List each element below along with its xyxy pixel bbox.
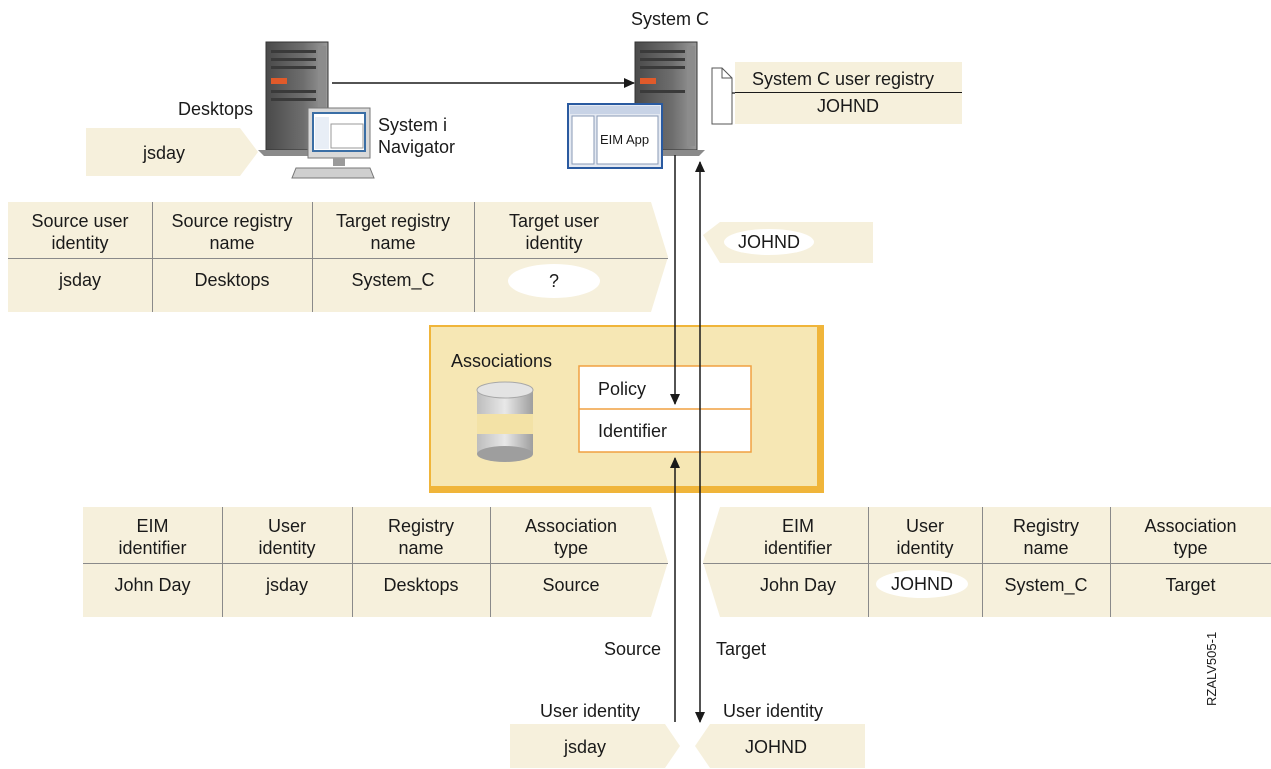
lookup-unknown-oval: ? — [508, 264, 600, 298]
user-identity-left-label: User identity — [540, 701, 641, 721]
registry-band — [735, 62, 962, 124]
eim-app-label: EIM App — [600, 132, 650, 147]
lookup-header-2: Source registry name — [171, 211, 293, 253]
jsday-band — [86, 128, 258, 176]
source-cell-4: Source — [542, 575, 600, 595]
bottom-source-value: jsday — [564, 737, 607, 757]
registry-value: JOHND — [817, 96, 879, 116]
johnd-result-oval: JOHND — [724, 229, 814, 255]
target-col-divider — [982, 507, 983, 617]
target-assoc-band — [703, 507, 1271, 617]
lookup-col-divider — [312, 202, 313, 312]
target-cell-3: System_C — [1004, 575, 1088, 595]
target-col-divider — [1110, 507, 1111, 617]
lookup-col-divider — [474, 202, 475, 312]
target-header-4: Association type — [1144, 516, 1237, 558]
source-header-4: Association type — [524, 516, 618, 558]
lookup-table-band — [8, 202, 668, 312]
desktop-server-icon — [258, 41, 336, 156]
bottom-target-value: JOHND — [745, 737, 807, 757]
identifier-label: Identifier — [598, 421, 668, 441]
lookup-header-3: Target registry name — [335, 211, 451, 253]
source-header-3: Registry name — [387, 516, 454, 558]
registry-divider — [735, 92, 962, 93]
source-cell-2: jsday — [265, 575, 309, 595]
user-identity-right-label: User identity — [723, 701, 824, 721]
lookup-header-4: Target user identity — [508, 211, 600, 253]
target-header-3: Registry name — [1012, 516, 1079, 558]
source-row-divider — [83, 563, 668, 564]
source-col-divider — [222, 507, 223, 617]
source-flow-label: Source — [604, 639, 662, 659]
policy-label: Policy — [598, 379, 647, 399]
document-icon — [711, 67, 733, 125]
bottom-target-band — [695, 724, 865, 768]
source-cell-1: John Day — [114, 575, 191, 595]
source-col-divider — [490, 507, 491, 617]
lookup-col-divider — [152, 202, 153, 312]
desktops-label: Desktops — [178, 99, 254, 119]
lookup-row-divider — [8, 258, 668, 259]
target-col-divider — [868, 507, 869, 617]
target-header-1: EIM identifier — [763, 516, 833, 558]
system-c-label: System C — [631, 9, 710, 29]
database-icon — [476, 381, 534, 462]
target-header-2: User identity — [896, 516, 954, 558]
target-row-divider — [703, 563, 1271, 564]
keyboard-icon — [291, 167, 375, 179]
lookup-cell-2: Desktops — [194, 270, 270, 290]
target-johnd-oval: JOHND — [876, 570, 968, 598]
system-i-navigator-label: System i Navigator — [378, 115, 456, 157]
registry-title: System C user registry — [752, 69, 935, 89]
source-cell-3: Desktops — [383, 575, 459, 595]
source-header-2: User identity — [258, 516, 316, 558]
bottom-source-band — [510, 724, 680, 768]
figure-id: RZALV505-1 — [1204, 631, 1219, 706]
monitor-icon — [307, 107, 371, 166]
window-icon — [567, 103, 663, 169]
lookup-cell-3: System_C — [351, 270, 435, 290]
jsday-label: jsday — [143, 143, 186, 163]
source-header-1: EIM identifier — [118, 516, 187, 558]
lookup-header-1: Source user identity — [31, 211, 129, 253]
associations-label: Associations — [451, 351, 553, 371]
lookup-cell-1: jsday — [58, 270, 102, 290]
source-col-divider — [352, 507, 353, 617]
source-assoc-band — [83, 507, 668, 617]
target-flow-label: Target — [716, 639, 767, 659]
target-cell-1: John Day — [759, 575, 837, 595]
target-cell-4: Target — [1165, 575, 1216, 595]
